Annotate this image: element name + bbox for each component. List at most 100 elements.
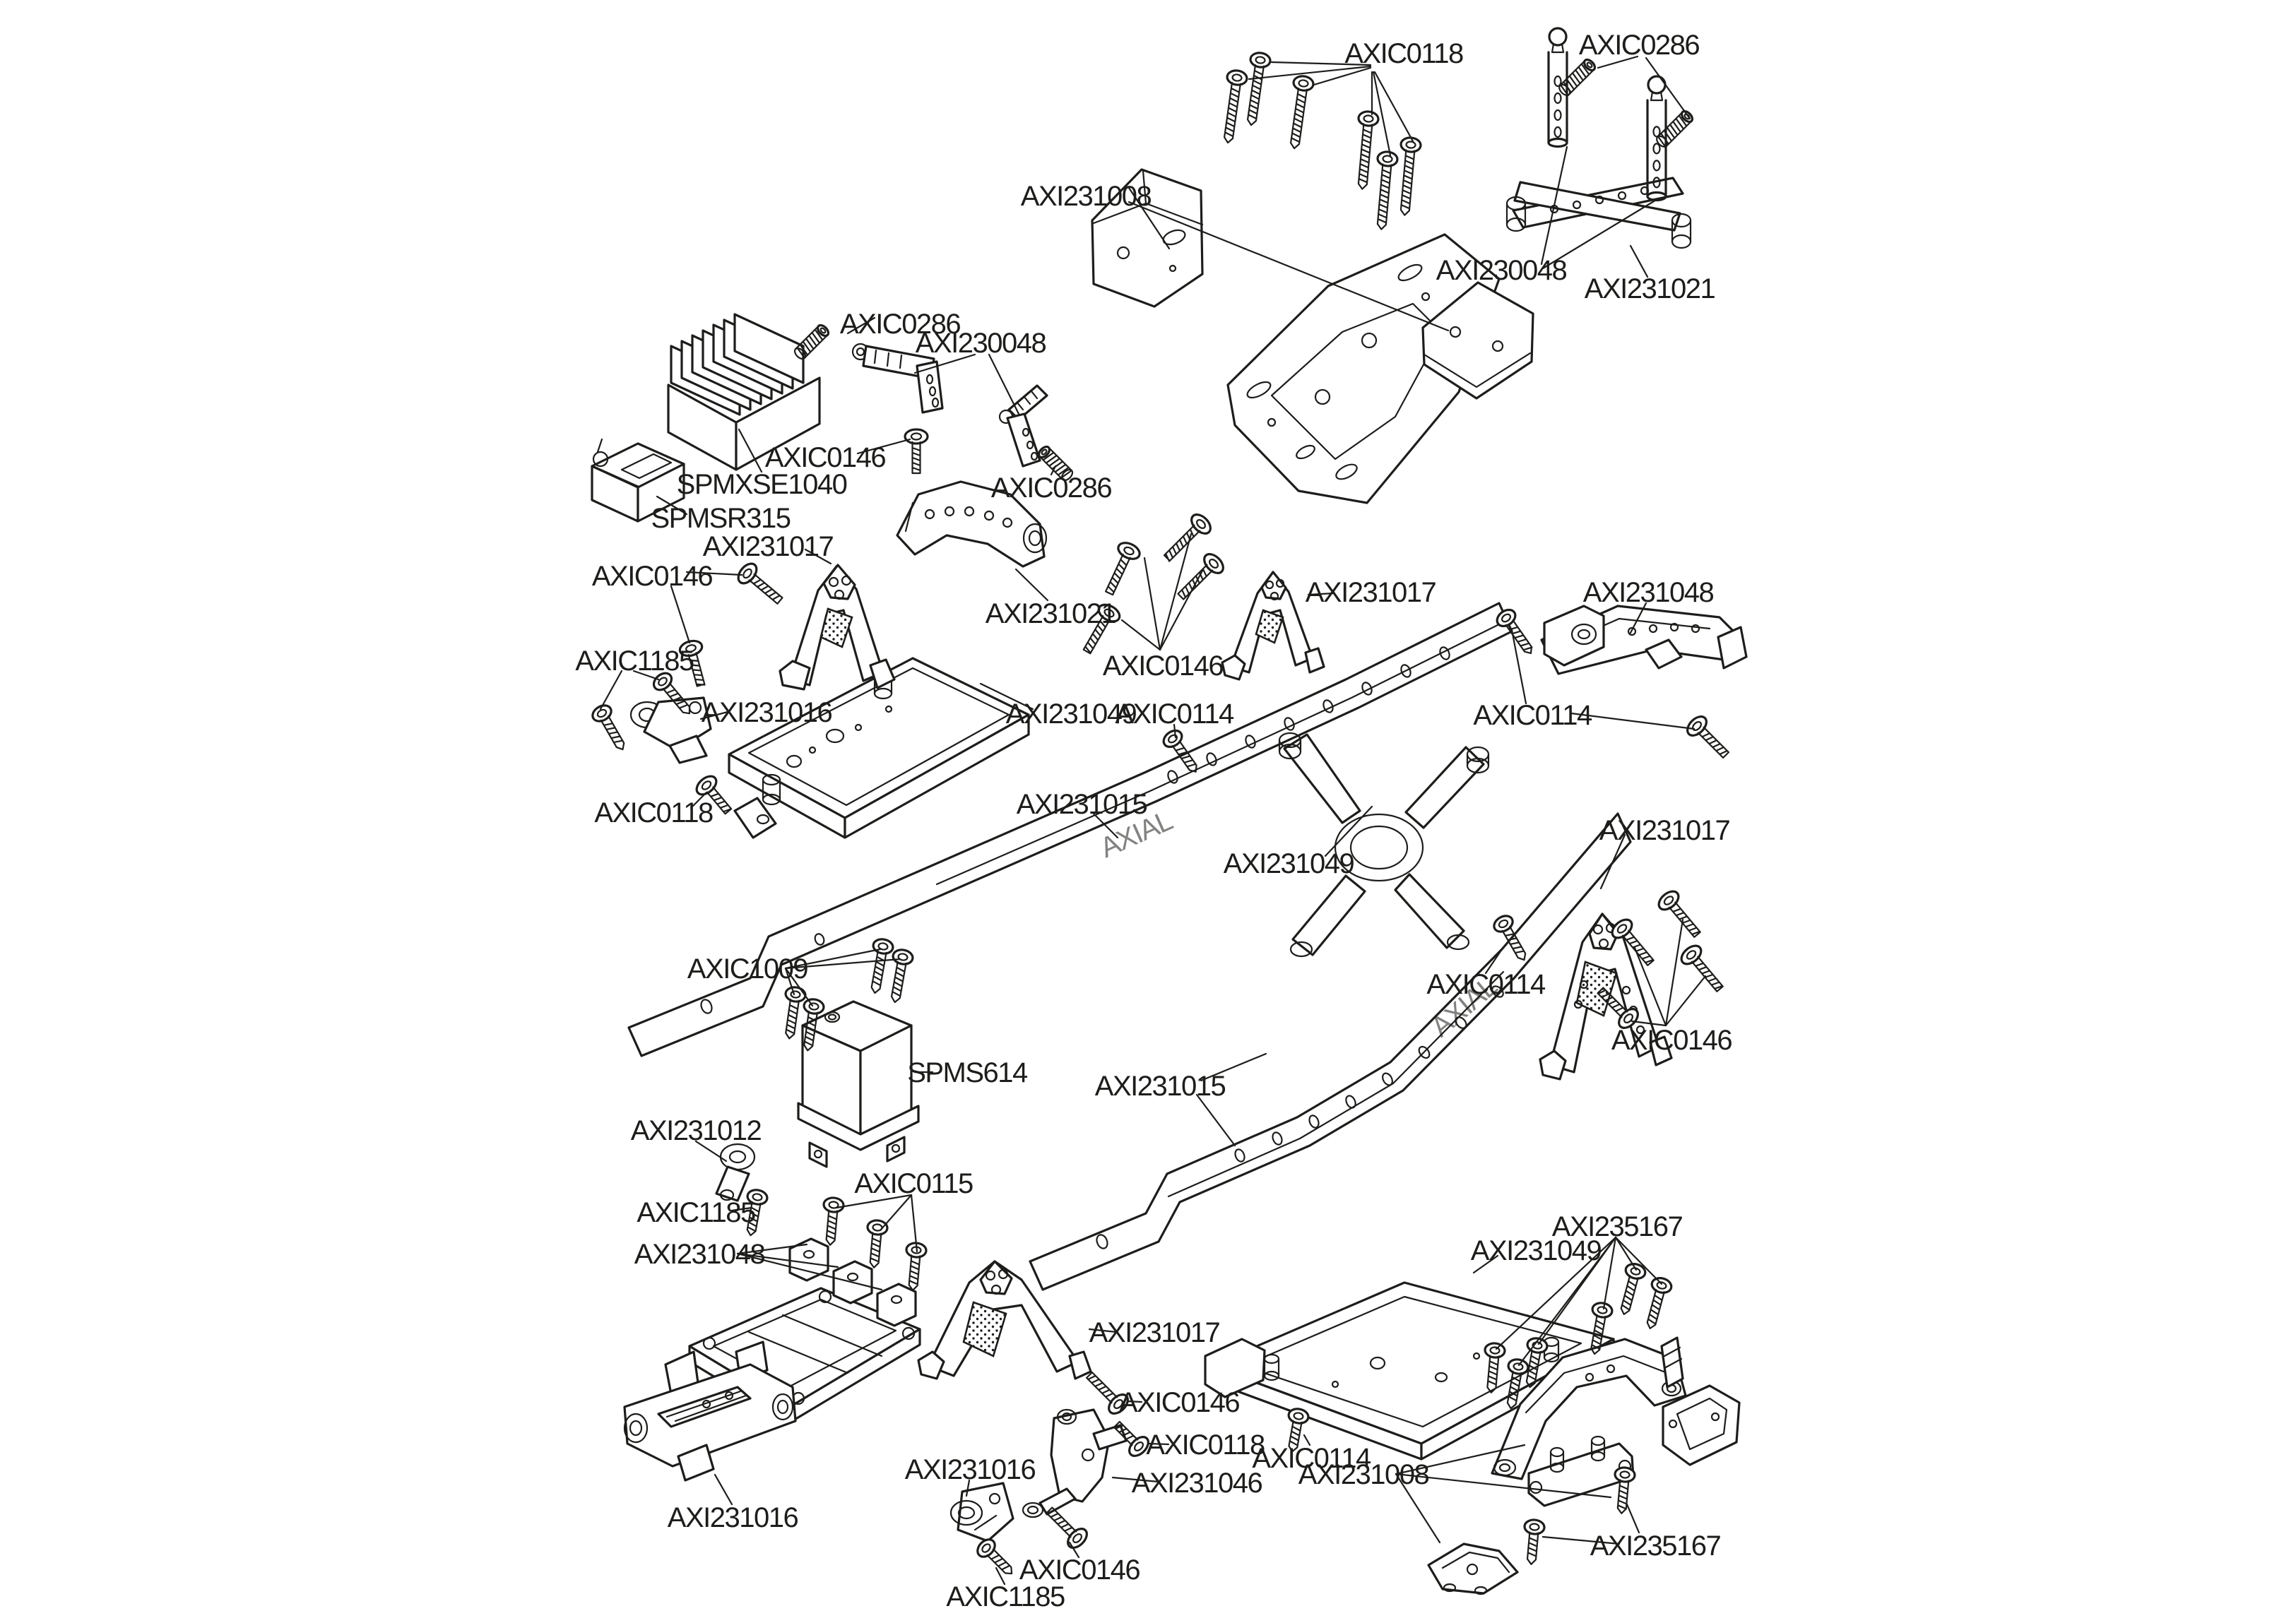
leader-axi231017-25 <box>1599 833 1626 890</box>
part-label-axi231015-30: AXI231015 <box>1095 1071 1226 1102</box>
part-label-axic1009-28: AXIC1009 <box>687 953 808 985</box>
part-servo-mount-AXI231048 <box>1540 605 1748 675</box>
part-bent-body-post-AXI230048-c <box>851 343 944 414</box>
leader-axic0115-33 <box>835 1194 913 1209</box>
leader-axic0146-38 <box>1126 1400 1143 1403</box>
leader-axi231017-37 <box>1088 1328 1118 1333</box>
leader-axi231049-16 <box>979 682 1034 711</box>
part-set-screw-AXIC0286-b <box>1656 109 1694 148</box>
leader-axi230048-6 <box>988 353 1020 415</box>
part-screws-AXI235167-rear <box>1484 1263 1673 1410</box>
part-screw-AXIC1185-bottom <box>976 1538 1013 1575</box>
leader-axic0146-17 <box>1120 619 1161 651</box>
leader-axi230048-6 <box>913 353 976 374</box>
leader-lines-layer <box>599 55 1707 1586</box>
leader-axic0114-20 <box>1510 629 1527 705</box>
part-label-axic1185-14: AXIC1185 <box>575 646 694 677</box>
leader-axi231015-30 <box>1200 1052 1267 1082</box>
leader-axic0114-21 <box>1173 723 1177 739</box>
part-screws-AXIC1009 <box>784 938 914 1052</box>
leader-axi235167-35 <box>1614 1236 1663 1285</box>
part-screws-AXIC0114-right <box>1496 608 1730 759</box>
leader-axi231046-44 <box>1111 1476 1160 1483</box>
leader-axi231048-19 <box>1629 602 1647 634</box>
leader-axic0115-33 <box>910 1194 918 1253</box>
leader-axic0146-7 <box>856 438 911 455</box>
part-screw-AXIC0114-bottom <box>1287 1408 1310 1453</box>
leader-axi231049-24 <box>1324 805 1373 857</box>
part-label-axi235167-35: AXI235167 <box>1552 1211 1683 1242</box>
leader-axic0286-1 <box>1597 55 1639 69</box>
leader-spmxse1040-8 <box>738 428 763 473</box>
leader-axic0146-17 <box>1143 557 1161 651</box>
part-label-axic0146-12: AXIC0146 <box>592 561 713 592</box>
part-lower-body-mount-AXI231008 <box>1427 1542 1519 1595</box>
part-label-axic0115-33: AXIC0115 <box>854 1168 973 1199</box>
leader-axic0115-33 <box>879 1194 913 1232</box>
part-screws-AXI235167-body <box>1523 1466 1636 1565</box>
part-link-mount-AXI231016-b <box>949 1482 1014 1542</box>
part-label-axi231016-15: AXI231016 <box>702 697 832 728</box>
leader-axic0146-27 <box>1664 918 1684 1027</box>
leader-axi231048-34 <box>736 1243 808 1255</box>
part-label-axic0286-1: AXIC0286 <box>1579 30 1700 61</box>
leader-axic0286-10 <box>1050 465 1057 476</box>
leader-axic1009-28 <box>784 958 901 970</box>
part-label-axic0286-10: AXIC0286 <box>991 472 1112 504</box>
leader-axi235167-47 <box>1541 1535 1621 1545</box>
leader-axic0146-17 <box>1159 533 1193 651</box>
part-screw-AXIC0146-tower4 <box>1085 1371 1129 1415</box>
part-label-axic0146-17: AXIC0146 <box>1103 650 1224 682</box>
part-label-axi230048-2: AXI230048 <box>1436 255 1567 286</box>
part-label-axic0146-45: AXIC0146 <box>1019 1554 1140 1586</box>
part-chassis-rail-right-AXI231015 <box>1029 812 1632 1291</box>
part-skid-plate-AXI231008 <box>1421 281 1534 400</box>
part-screws-AXIC1185-left <box>591 672 691 751</box>
part-shock-tower-AXI231017-front-left <box>779 564 896 691</box>
leader-axi231008-3 <box>1128 201 1450 332</box>
leader-axic0146-12 <box>685 571 743 576</box>
part-label-axi231048-34: AXI231048 <box>634 1239 765 1270</box>
leader-axic1185-14 <box>632 670 660 681</box>
part-label-axi231049-36: AXI231049 <box>1471 1235 1602 1266</box>
leader-axic0286-5 <box>846 316 876 335</box>
leader-axi231015-23 <box>1092 812 1119 839</box>
part-label-axi235167-47: AXI235167 <box>1590 1530 1721 1562</box>
part-steering-link-AXI231046 <box>1022 1408 1128 1518</box>
part-label-axic0146-27: AXIC0146 <box>1611 1025 1732 1056</box>
leader-axic0118-22 <box>690 791 708 809</box>
part-link-mount-AXI231016-a <box>629 696 712 764</box>
part-set-screw-AXIC0286-c <box>793 323 830 360</box>
part-label-axi231008-41: AXI231008 <box>1298 1459 1429 1490</box>
part-shock-tower-AXI231017-rear-left <box>917 1260 1092 1380</box>
part-label-axic0118-0: AXIC0118 <box>1344 38 1463 69</box>
part-body-post-AXI230048-a <box>1547 27 1568 148</box>
part-servo-SPMS614 <box>797 1000 920 1168</box>
part-shock-tower-AXI231017-mid <box>1221 571 1325 681</box>
part-screw-AXIC1185-servo <box>746 1189 769 1237</box>
parts-layer <box>591 27 1748 1595</box>
part-label-axic0118-39: AXIC0118 <box>1146 1429 1265 1461</box>
leader-axic1185-32 <box>730 1206 753 1212</box>
part-label-axic0114-40: AXIC0114 <box>1252 1443 1371 1474</box>
leader-axic0286-1 <box>1645 57 1691 120</box>
part-screws-AXIC0146-left <box>678 562 783 687</box>
part-label-axic0146-38: AXIC0146 <box>1119 1387 1240 1418</box>
part-label-spmxse1040-8: SPMXSE1040 <box>677 469 847 500</box>
part-label-spmsr315-9: SPMSR315 <box>651 503 791 534</box>
leader-axi231016-43 <box>965 1479 971 1497</box>
leader-axi231049-36 <box>1472 1254 1499 1274</box>
leader-axic0146-27 <box>1633 946 1667 1027</box>
leader-axic0146-27 <box>1664 975 1707 1027</box>
part-label-axi231017-11: AXI231017 <box>703 531 834 562</box>
leader-axic0118-0 <box>1248 65 1372 81</box>
part-label-axi231048-19: AXI231048 <box>1583 577 1714 608</box>
leader-axi235167-35 <box>1614 1236 1638 1271</box>
part-label-axi231017-37: AXI231017 <box>1089 1317 1220 1348</box>
part-label-axi231021-4: AXI231021 <box>1585 273 1715 304</box>
part-screw-AXIC0114-rear <box>1493 915 1527 961</box>
leader-axi231008-41 <box>1395 1473 1612 1499</box>
part-screw-AXIC0118-left <box>695 775 733 815</box>
part-label-axi230048-6: AXI230048 <box>916 328 1046 359</box>
